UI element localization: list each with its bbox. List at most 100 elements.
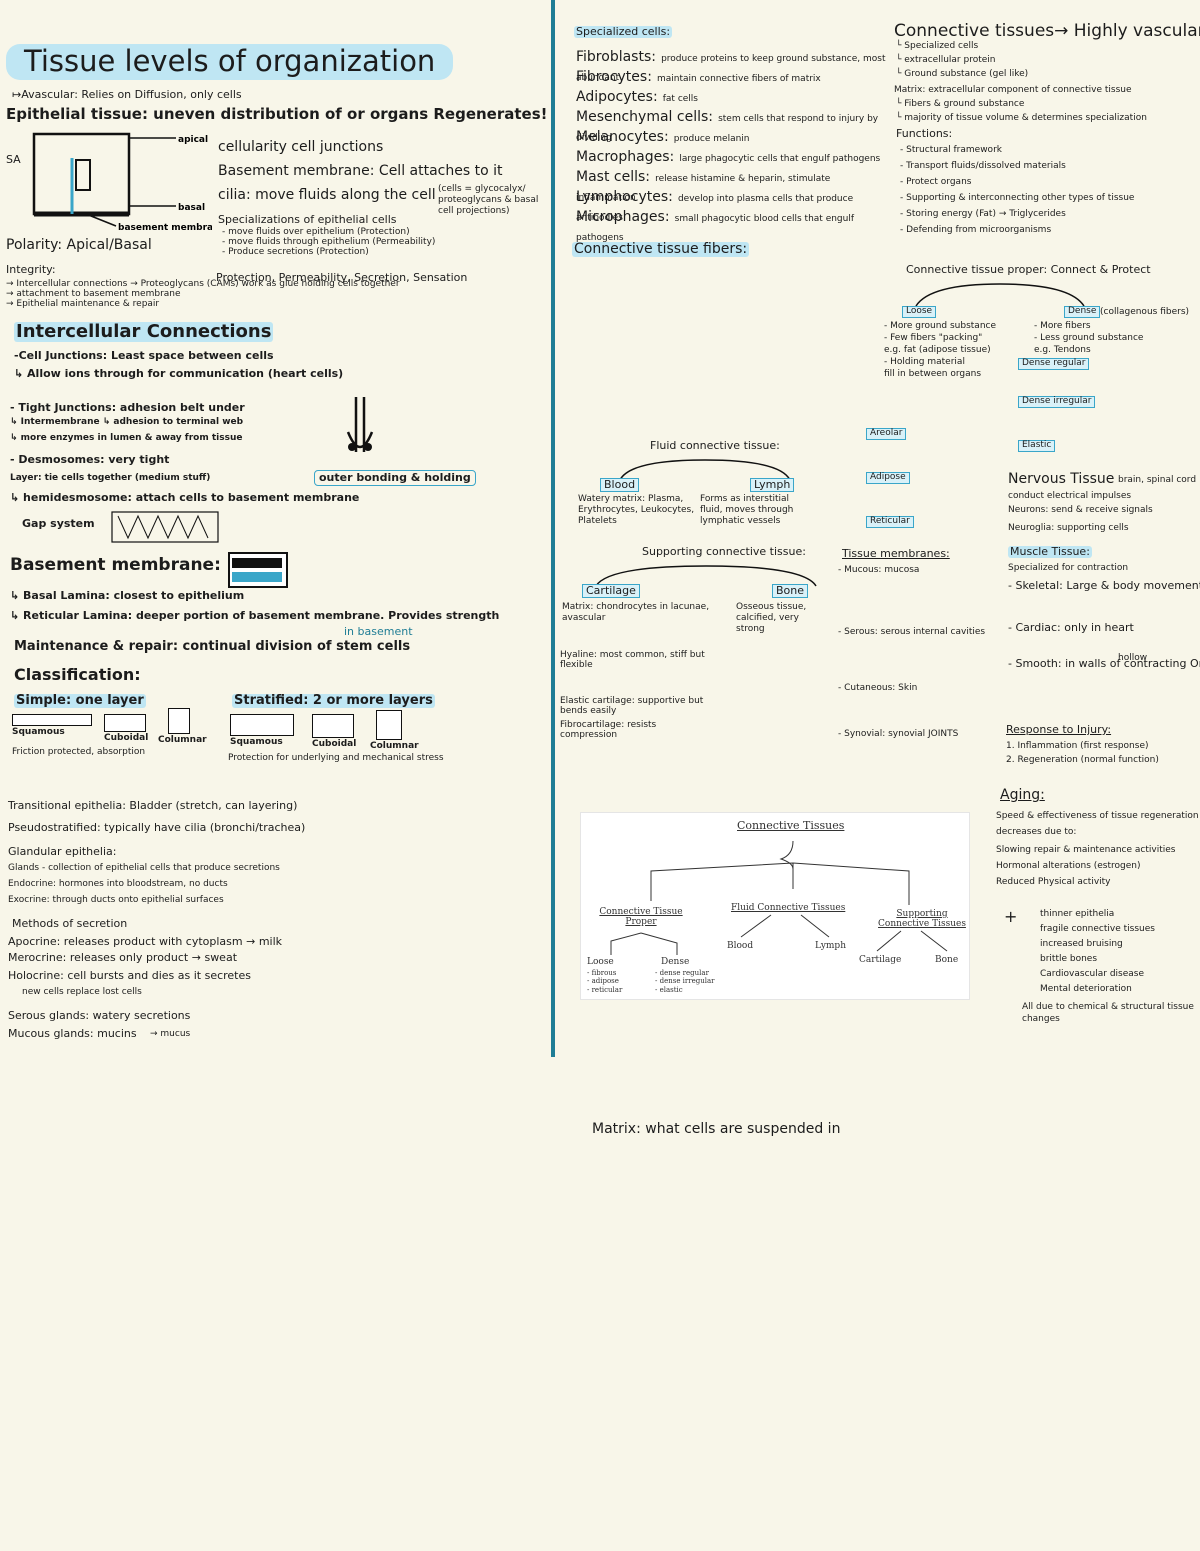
list-item: Fibroblasts: produce proteins to keep gr… xyxy=(576,49,886,84)
dense-list: - More fibers - Less ground substance e.… xyxy=(1034,321,1144,358)
svg-text:basal: basal xyxy=(178,203,205,213)
list-item: - Serous: serous internal cavities xyxy=(838,627,986,637)
specialized-cells-title: Specialized cells: xyxy=(574,25,673,39)
squamous-label: Squamous xyxy=(12,727,65,737)
list-item: Microphages: small phagocytic blood cell… xyxy=(576,209,855,244)
list-item: brittle bones xyxy=(1040,954,1098,964)
supporting-branches xyxy=(595,565,817,587)
glandular-title: Glandular epithelia: xyxy=(8,845,117,858)
classification-title: Classification: xyxy=(14,665,141,684)
cellularity-note: cellularity cell junctions xyxy=(218,139,384,155)
matrix-list: └ Fibers & ground substance └ majority o… xyxy=(896,99,1147,128)
lymph-box: Lymph xyxy=(750,478,795,493)
methods-title: Methods of secretion xyxy=(12,917,128,930)
list-item: Cardiovascular disease xyxy=(1040,969,1145,979)
avascular-note: ↦Avascular: Relies on Diffusion, only ce… xyxy=(12,88,242,101)
adipose-box: Adipose xyxy=(866,471,910,484)
list-item: Neuroglia: supporting cells xyxy=(1008,523,1129,533)
specializations-title: Specializations of epithelial cells xyxy=(218,213,397,226)
hyaline-note: Hyaline: most common, stiff but flexible xyxy=(560,650,705,670)
endocrine-note: Endocrine: hormones into bloodstream, no… xyxy=(8,879,228,889)
list-item: e.g. Tendons xyxy=(1034,345,1091,355)
list-item: - move fluids over epithelium (Protectio… xyxy=(222,227,410,237)
list-item: Reduced Physical activity xyxy=(996,877,1111,887)
page-divider xyxy=(551,0,555,1057)
svg-text:basement membrane: basement membrane xyxy=(118,223,212,233)
list-item: Melanocytes: produce melanin xyxy=(576,129,750,145)
list-item: 2. Regeneration (normal function) xyxy=(1006,755,1159,765)
injury-list: 1. Inflammation (first response) 2. Rege… xyxy=(1006,741,1159,770)
tight-note-1: ↳ Intermembrane ↳ adhesion to terminal w… xyxy=(10,417,244,427)
list-item: └ Fibers & ground substance xyxy=(896,99,1025,109)
simple-title: Simple: one layer xyxy=(14,693,146,709)
list-item: - Structural framework xyxy=(900,145,1002,155)
areolar-box: Areolar xyxy=(866,428,907,440)
list-item: - Smooth: in walls of contracting Org xyxy=(1008,657,1200,670)
transitional-note: Transitional epithelia: Bladder (stretch… xyxy=(8,799,298,812)
cartilage-box: Cartilage xyxy=(582,584,640,599)
aging-title: Aging: xyxy=(1000,787,1045,803)
protection-note: Protection, Permeability, Secretion, Sen… xyxy=(216,271,468,284)
cross-icon: + xyxy=(1004,907,1018,926)
maintenance-repair: Maintenance & repair: continual division… xyxy=(14,639,411,654)
integrity-list: → Intercellular connections → Proteoglyc… xyxy=(6,279,400,310)
lymph-note: Forms as interstitial fluid, moves throu… xyxy=(700,494,794,526)
specializations-list: - move fluids over epithelium (Protectio… xyxy=(222,227,435,258)
dense-note: (collagenous fibers) xyxy=(1100,307,1190,317)
sketch-bone: Bone xyxy=(935,955,959,965)
list-item: decreases due to: xyxy=(996,827,1077,837)
strat-cuboidal-label: Cuboidal xyxy=(312,739,357,749)
aging-end: All due to chemical & structural tissue … xyxy=(1022,1002,1194,1024)
outer-bonding-note: outer bonding & holding xyxy=(314,470,476,487)
muscle-title: Muscle Tissue: xyxy=(1008,545,1092,559)
list-item: → Intercellular connections → Proteoglyc… xyxy=(6,279,400,289)
holocrine-note-2: new cells replace lost cells xyxy=(22,987,142,997)
apocrine-note: Apocrine: releases product with cytoplas… xyxy=(8,935,283,948)
injury-title: Response to Injury: xyxy=(1006,723,1112,736)
hollow-note: hollow xyxy=(1118,653,1148,663)
blood-box: Blood xyxy=(600,478,640,493)
aging-effects: thinner epithelia fragile connective tis… xyxy=(1040,909,1155,1000)
list-item: - Storing energy (Fat) → Triglycerides xyxy=(900,209,1066,219)
integrity-title: Integrity: xyxy=(6,263,56,276)
tm-list: - Mucous: mucosa - Serous: serous intern… xyxy=(838,565,986,744)
hemidesmosome-note: ↳ hemidesmosome: attach cells to basemen… xyxy=(10,491,360,504)
sketch-loose: Loose xyxy=(587,957,614,967)
fluid-branches xyxy=(619,459,791,481)
glands-note: Glands - collection of epithelial cells … xyxy=(8,863,280,873)
supporting-title: Supporting connective tissue: xyxy=(642,545,806,558)
desmo-note: Layer: tie cells together (medium stuff) xyxy=(10,473,211,483)
cuboidal-label: Cuboidal xyxy=(104,733,149,743)
list-item: - Less ground substance xyxy=(1034,333,1144,343)
list-item: - Few fibers "packing" xyxy=(884,333,983,343)
blood-note: Watery matrix: Plasma, Erythrocytes, Leu… xyxy=(578,494,695,526)
basal-lamina: ↳ Basal Lamina: closest to epithelium xyxy=(10,589,245,602)
list-item: → Epithelial maintenance & repair xyxy=(6,298,160,309)
columnar-label: Columnar xyxy=(158,735,207,745)
functions-list: - Structural framework - Transport fluid… xyxy=(900,145,1134,242)
elastic-box: Elastic xyxy=(1018,440,1056,452)
list-item: - More ground substance xyxy=(884,321,997,331)
aging-list: Speed & effectiveness of tissue regenera… xyxy=(996,811,1199,894)
strat-squamous-label: Squamous xyxy=(230,737,283,747)
desmosomes: - Desmosomes: very tight xyxy=(10,453,170,466)
simple-notes: Friction protected, absorption xyxy=(12,747,146,757)
intercellular-title: Intercellular Connections xyxy=(14,321,274,342)
nervous-note: brain, spinal cord xyxy=(1118,475,1197,485)
polarity-note: Polarity: Apical/Basal xyxy=(6,237,152,253)
exocrine-note: Exocrine: through ducts onto epithelial … xyxy=(8,895,224,905)
list-item: - Cardiac: only in heart xyxy=(1008,621,1134,634)
sa-label: SA xyxy=(6,153,21,166)
in-basement-note: in basement xyxy=(344,625,413,638)
connective-tissue-sketch: Connective Tissues Connective Tissue Pro… xyxy=(580,812,970,1000)
ctp-branches xyxy=(915,283,1085,307)
gap-junction-note: ↳ Allow ions through for communication (… xyxy=(14,367,344,380)
list-item: Adipocytes: fat cells xyxy=(576,89,698,105)
list-item: Specialized for contraction xyxy=(1008,563,1129,573)
list-item: └ Ground substance (gel like) xyxy=(896,69,1029,79)
gap-sketch xyxy=(111,511,219,543)
sketch-lines xyxy=(610,840,948,955)
ct-title: Connective tissues→ Highly vascular xyxy=(894,21,1200,41)
bone-box: Bone xyxy=(772,584,809,599)
dense-box: Dense xyxy=(1064,306,1101,318)
